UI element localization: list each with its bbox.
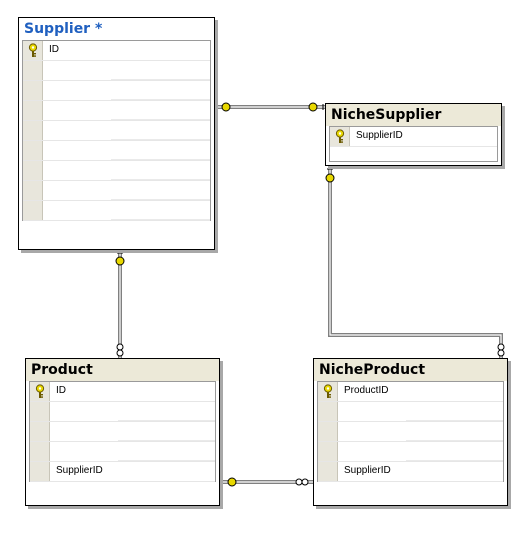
column-grid[interactable]: ID: [22, 40, 211, 221]
table-title[interactable]: NicheProduct: [314, 359, 507, 381]
column-row[interactable]: SupplierID: [330, 127, 497, 147]
column-name[interactable]: ID: [56, 385, 66, 396]
column-row[interactable]: [23, 121, 210, 141]
table-title[interactable]: NicheSupplier: [326, 104, 501, 126]
column-row[interactable]: [23, 81, 210, 101]
column-name[interactable]: SupplierID: [56, 465, 103, 476]
column-row[interactable]: [23, 181, 210, 201]
divider: [111, 159, 210, 160]
column-name[interactable]: SupplierID: [356, 130, 403, 141]
column-row[interactable]: ID: [23, 41, 210, 61]
row-selector[interactable]: [23, 181, 43, 200]
row-selector[interactable]: [30, 382, 50, 401]
column-grid[interactable]: ProductID SupplierID: [317, 381, 504, 482]
column-row[interactable]: [30, 422, 215, 442]
key-end-icon: [308, 102, 324, 112]
relationship-nichesupplier-nicheproduct[interactable]: [325, 166, 505, 358]
key-icon: [35, 384, 45, 398]
table-nichesupplier[interactable]: NicheSupplier SupplierID: [325, 103, 502, 166]
relationship-supplier-nichesupplier[interactable]: [214, 102, 326, 112]
column-row[interactable]: [23, 201, 210, 221]
infinity-end-icon: [295, 478, 309, 486]
row-selector[interactable]: [30, 462, 50, 481]
key-end-icon: [115, 252, 125, 266]
divider: [406, 420, 503, 421]
column-row[interactable]: [30, 442, 215, 462]
row-selector[interactable]: [330, 127, 350, 146]
column-row[interactable]: SupplierID: [318, 462, 503, 482]
relationship-supplier-product[interactable]: [115, 250, 125, 358]
row-selector[interactable]: [318, 382, 338, 401]
divider: [111, 179, 210, 180]
row-selector[interactable]: [23, 201, 43, 220]
row-selector[interactable]: [23, 41, 43, 60]
column-row[interactable]: [23, 161, 210, 181]
column-row[interactable]: [318, 402, 503, 422]
column-row[interactable]: [23, 61, 210, 81]
column-grid[interactable]: ID SupplierID: [29, 381, 216, 482]
column-name[interactable]: SupplierID: [344, 465, 391, 476]
row-selector[interactable]: [23, 81, 43, 100]
table-nicheproduct[interactable]: NicheProduct ProductID SupplierID: [313, 358, 508, 506]
divider: [111, 139, 210, 140]
row-selector[interactable]: [318, 422, 338, 441]
row-selector[interactable]: [318, 462, 338, 481]
row-selector[interactable]: [30, 422, 50, 441]
divider: [111, 119, 210, 120]
row-selector[interactable]: [23, 61, 43, 80]
column-row[interactable]: [318, 422, 503, 442]
column-row[interactable]: [318, 442, 503, 462]
column-row[interactable]: [23, 141, 210, 161]
table-supplier[interactable]: Supplier * ID: [18, 17, 215, 250]
row-selector[interactable]: [23, 141, 43, 160]
column-name[interactable]: ID: [49, 44, 59, 55]
row-selector[interactable]: [30, 442, 50, 461]
divider: [118, 460, 215, 461]
column-row[interactable]: ProductID: [318, 382, 503, 402]
divider: [406, 460, 503, 461]
divider: [111, 99, 210, 100]
key-end-icon: [221, 477, 237, 487]
column-row[interactable]: [23, 101, 210, 121]
key-end-icon: [215, 102, 231, 112]
column-row[interactable]: [30, 402, 215, 422]
column-row[interactable]: ID: [30, 382, 215, 402]
divider: [111, 79, 210, 80]
row-selector[interactable]: [30, 402, 50, 421]
row-selector[interactable]: [318, 402, 338, 421]
divider: [118, 440, 215, 441]
infinity-end-icon: [116, 343, 124, 357]
table-product[interactable]: Product ID SupplierID: [25, 358, 220, 506]
key-icon: [28, 43, 38, 57]
column-grid[interactable]: SupplierID: [329, 126, 498, 162]
row-selector[interactable]: [23, 161, 43, 180]
key-icon: [323, 384, 333, 398]
column-row[interactable]: SupplierID: [30, 462, 215, 482]
column-name[interactable]: ProductID: [344, 385, 389, 396]
row-selector[interactable]: [23, 101, 43, 120]
key-end-icon: [325, 168, 335, 183]
infinity-end-icon: [497, 343, 505, 357]
divider: [118, 420, 215, 421]
row-selector[interactable]: [23, 121, 43, 140]
table-title[interactable]: Supplier *: [19, 18, 214, 40]
relationship-product-nicheproduct[interactable]: [220, 477, 314, 487]
table-title[interactable]: Product: [26, 359, 219, 381]
divider: [406, 440, 503, 441]
divider: [111, 219, 210, 220]
row-selector[interactable]: [318, 442, 338, 461]
key-icon: [335, 129, 345, 143]
divider: [111, 199, 210, 200]
